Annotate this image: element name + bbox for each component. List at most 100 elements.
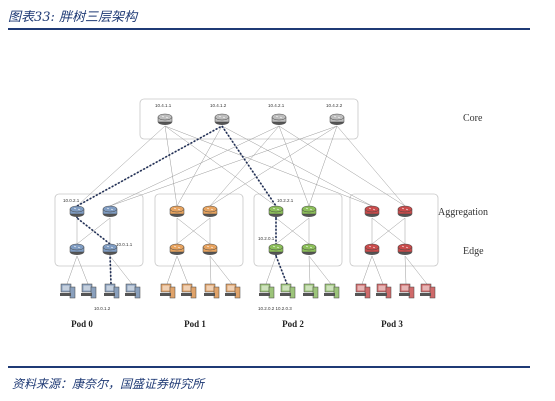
core-switch-icon-0 — [157, 113, 173, 125]
link-core2-pod2 — [278, 125, 310, 207]
aggregation-switch-icon-p1-1 — [202, 205, 218, 217]
host-computer-icon-p1-0-tower — [169, 286, 176, 299]
link-core3-pod2 — [308, 125, 338, 207]
core-switch-icon-1-arrows — [218, 115, 226, 119]
link-agg-edge-p0 — [76, 217, 111, 245]
core-switch-icon-1-top — [214, 113, 230, 121]
aggregation-switch-icon-p3-1 — [397, 205, 413, 217]
edge-switch-icon-p2-0-arrows — [272, 245, 280, 249]
pod-label-2: Pod 2 — [282, 319, 304, 329]
addr-pod2-agg: 10.2.2.1 — [277, 198, 294, 203]
host-computer-icon-p0-0-tower — [69, 286, 76, 299]
host-computer-icon-p3-1-tower — [385, 286, 392, 299]
addr-pod0-host: 10.0.1.2 — [94, 306, 111, 311]
host-computer-icon-p0-1-screen — [83, 285, 91, 291]
host-computer-icon-p1-0-keyboard — [160, 293, 171, 296]
top-rule — [8, 28, 530, 30]
layer-label-aggregation: Aggregation — [438, 207, 488, 218]
link-core0-pod2 — [164, 125, 277, 207]
edge-switch-icon-p3-0-arrows — [368, 245, 376, 249]
host-computer-icon-p0-3-tower — [134, 286, 141, 299]
aggregation-switch-icon-p1-0-top — [169, 205, 185, 213]
link-edge-host-p0 — [109, 255, 133, 285]
link-edge-host-p2 — [265, 255, 277, 285]
host-computer-icon-p1-0-screen — [162, 285, 170, 291]
edge-switch-icon-p3-0 — [364, 243, 380, 255]
addr-pod0-edge: 10.0.1.1 — [116, 242, 133, 247]
link-agg-edge-p1 — [176, 217, 211, 245]
host-computer-icon-p3-2-screen — [401, 285, 409, 291]
core-switch-icon-3-arrows — [333, 115, 341, 119]
host-computer-icon-p1-2-tower — [213, 286, 220, 299]
edge-switch-icon-p3-1-top — [397, 243, 413, 251]
link-edge-host-p3 — [371, 255, 384, 285]
host-computer-icon-p0-2-keyboard — [104, 293, 115, 296]
edge-switch-icon-p2-0-top — [268, 243, 284, 251]
bottom-rule — [8, 366, 530, 368]
host-computer-icon-p1-1-screen — [183, 285, 191, 291]
host-computer-icon-p2-2-screen — [305, 285, 313, 291]
aggregation-switch-icon-p3-1-arrows — [401, 207, 409, 211]
host-computer-icon-p3-0 — [355, 283, 371, 299]
pod-box-2 — [253, 193, 343, 267]
pod-label-1: Pod 1 — [184, 319, 206, 329]
aggregation-switch-icon-p1-1-top — [202, 205, 218, 213]
edge-switch-icon-p1-0-top — [169, 243, 185, 251]
pod-label-3: Pod 3 — [381, 319, 403, 329]
edge-switch-icon-p1-1 — [202, 243, 218, 255]
host-computer-icon-p2-3 — [324, 283, 340, 299]
host-computer-icon-p3-2-keyboard — [399, 293, 410, 296]
host-computer-icon-p2-2-tower — [312, 286, 319, 299]
addr-pod2-hosts: 10.2.0.2 10.2.0.3 — [258, 306, 292, 311]
host-computer-icon-p1-3-screen — [227, 285, 235, 291]
edge-switch-icon-p3-1-arrows — [401, 245, 409, 249]
host-computer-icon-p0-0-keyboard — [60, 293, 71, 296]
edge-switch-icon-p1-1-top — [202, 243, 218, 251]
pod-label-0: Pod 0 — [71, 319, 93, 329]
core-address-2: 10.4.2.1 — [268, 103, 285, 108]
edge-switch-icon-p1-0 — [169, 243, 185, 255]
edge-switch-icon-p2-0 — [268, 243, 284, 255]
aggregation-switch-icon-p0-1-top — [102, 205, 118, 213]
aggregation-switch-icon-p0-1-arrows — [106, 207, 114, 211]
host-computer-icon-p3-1 — [376, 283, 392, 299]
route-segment — [76, 125, 223, 207]
aggregation-switch-icon-p1-1-arrows — [206, 207, 214, 211]
host-computer-icon-p1-3-keyboard — [225, 293, 236, 296]
link-edge-host-p0 — [76, 255, 89, 285]
host-computer-icon-p1-2-keyboard — [204, 293, 215, 296]
link-edge-host-p1 — [209, 255, 212, 285]
edge-switch-icon-p1-0-arrows — [173, 245, 181, 249]
link-core0-pod0 — [76, 125, 166, 207]
link-core3-pod0 — [109, 125, 338, 207]
host-computer-icon-p2-1-keyboard — [280, 293, 291, 296]
link-edge-host-p1 — [176, 255, 189, 285]
link-agg-edge-p3 — [371, 217, 406, 245]
aggregation-switch-icon-p2-1-top — [301, 205, 317, 213]
host-computer-icon-p3-0-tower — [364, 286, 371, 299]
pod-box-0 — [54, 193, 144, 267]
host-computer-icon-p2-3-screen — [326, 285, 334, 291]
addr-pod0-agg: 10.0.2.1 — [63, 198, 80, 203]
edge-switch-icon-p0-0-top — [69, 243, 85, 251]
route-segment — [275, 255, 288, 285]
core-switch-icon-3-top — [329, 113, 345, 121]
host-computer-icon-p0-2-screen — [106, 285, 114, 291]
edge-switch-icon-p0-0 — [69, 243, 85, 255]
pod-box-1 — [154, 193, 244, 267]
host-computer-icon-p0-3-keyboard — [125, 293, 136, 296]
host-computer-icon-p1-1-keyboard — [181, 293, 192, 296]
core-layer-box — [139, 98, 359, 140]
aggregation-switch-icon-p0-1 — [102, 205, 118, 217]
host-computer-icon-p0-2 — [104, 283, 120, 299]
link-edge-host-p1 — [209, 255, 233, 285]
core-switch-icon-0-arrows — [161, 115, 169, 119]
link-core3-pod3 — [336, 125, 406, 207]
host-computer-icon-p0-1-tower — [90, 286, 97, 299]
host-computer-icon-p0-0-screen — [62, 285, 70, 291]
figure-title: 图表33: 胖树三层架构 — [8, 10, 138, 25]
edge-switch-icon-p2-1 — [301, 243, 317, 255]
host-computer-icon-p3-0-screen — [357, 285, 365, 291]
core-switch-icon-3 — [329, 113, 345, 125]
aggregation-switch-icon-p3-1-top — [397, 205, 413, 213]
